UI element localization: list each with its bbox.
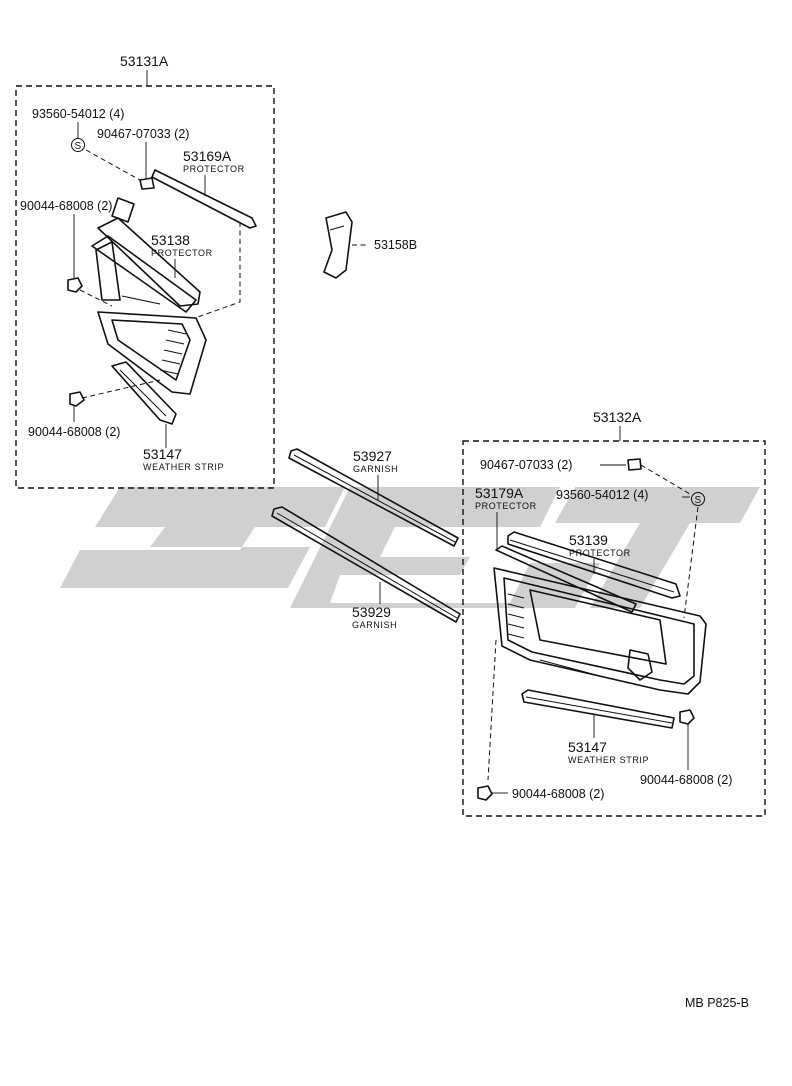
left-nut-upper-label: 90044-68008 (2) [20,199,112,213]
right-assembly-number: 53132A [593,409,642,425]
bracket-part [323,211,353,279]
right-assembly-box [462,440,766,817]
left-protector-mid-desc: PROTECTOR [151,248,213,258]
left-nut-upper-icon [67,277,83,293]
left-assembly-number: 53131A [120,53,169,69]
bracket-group: 53158B [323,211,417,279]
garnish-upper-strip [288,448,459,547]
watermark-logo [60,487,760,608]
left-clip-icon [139,177,155,190]
right-screw-label: 93560-54012 (4) [556,488,648,502]
left-weatherstrip [111,361,177,425]
right-protector-mid-number: 53139 [569,532,608,548]
right-nut-upper-icon [679,709,695,725]
garnish-group: 53927 GARNISH 53929 GARNISH [271,448,461,630]
left-protector-top-desc: PROTECTOR [183,164,245,174]
right-nut-lower-label: 90044-68008 (2) [512,787,604,801]
bracket-number: 53158B [374,238,417,252]
left-nut-lower-icon [69,391,85,407]
garnish-lower-desc: GARNISH [352,620,397,630]
left-assembly-group: 53131A 93560-54012 (4) S 90467-07033 (2)… [15,53,275,489]
left-screw-icon [71,138,85,152]
right-nut-upper-label: 90044-68008 (2) [640,773,732,787]
left-protector-mid-number: 53138 [151,232,190,248]
left-protector-top-number: 53169A [183,148,232,164]
right-grille-housing [493,567,707,695]
left-screw-label: 93560-54012 (4) [32,107,124,121]
right-protector-mid-strip [507,531,681,599]
left-screw-symbol: S [75,141,82,152]
left-grille-housing [91,197,207,395]
right-protector-top-desc: PROTECTOR [475,501,537,511]
right-protector-top-strip [495,545,637,613]
right-weatherstrip-number: 53147 [568,739,607,755]
left-clip-label: 90467-07033 (2) [97,127,189,141]
garnish-lower-strip [271,506,461,623]
right-nut-lower-icon [477,785,493,801]
garnish-upper-number: 53927 [353,448,392,464]
left-weatherstrip-number: 53147 [143,446,182,462]
right-screw-symbol: S [695,495,702,506]
garnish-upper-desc: GARNISH [353,464,398,474]
left-nut-lower-label: 90044-68008 (2) [28,425,120,439]
drawing-code: MB P825-B [685,996,749,1010]
left-protector-top-strip [151,169,257,229]
garnish-lower-number: 53929 [352,604,391,620]
right-weatherstrip-desc: WEATHER STRIP [568,755,649,765]
right-protector-mid-desc: PROTECTOR [569,548,631,558]
right-screw-icon [691,492,705,506]
left-weatherstrip-desc: WEATHER STRIP [143,462,224,472]
right-protector-top-number: 53179A [475,485,524,501]
right-assembly-group: 53132A 90467-07033 (2) 93560-54012 (4) S… [462,409,766,817]
right-clip-icon [627,458,642,471]
right-clip-label: 90467-07033 (2) [480,458,572,472]
right-weatherstrip [521,689,675,729]
